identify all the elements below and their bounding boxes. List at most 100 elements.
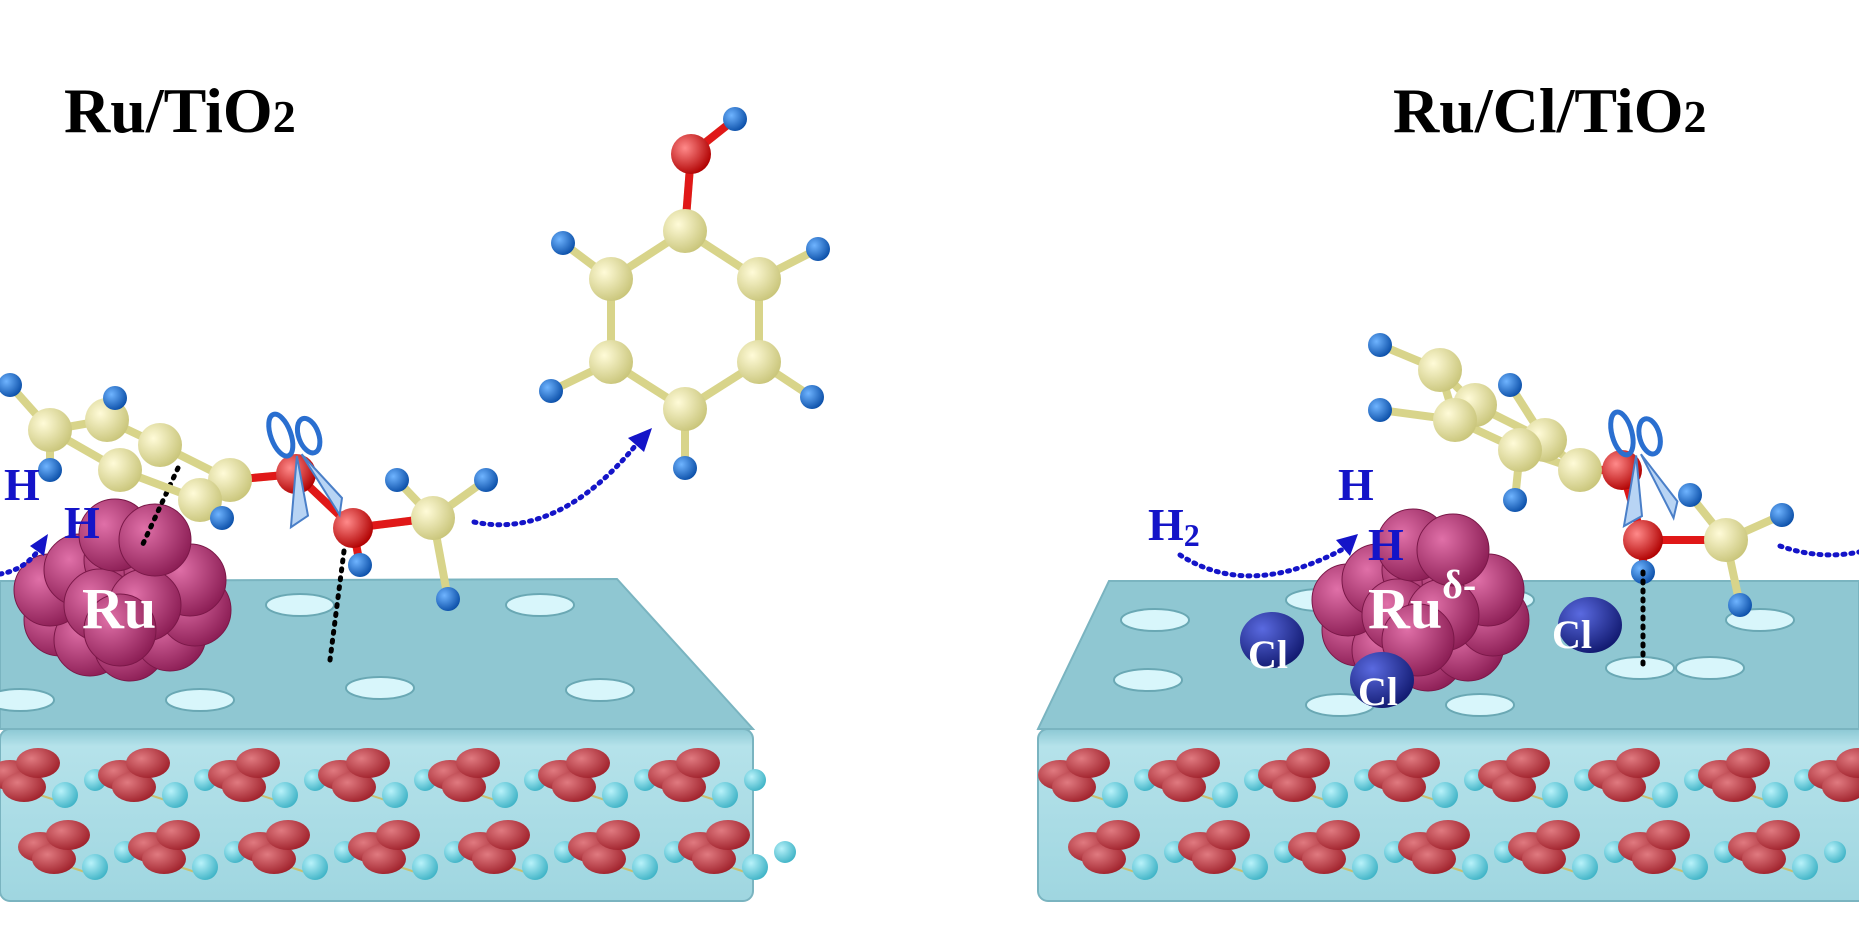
o-atom [332,772,376,802]
ti-atom [1824,841,1846,863]
o-atom [1162,772,1206,802]
scissors-icon [1608,409,1679,528]
carbon-atom [737,257,781,301]
ru-label: Ru [82,576,156,641]
arrowhead-icon [30,534,48,556]
ti-atom [1792,854,1818,880]
ti-atom [412,854,438,880]
o-atom [1096,820,1140,850]
cl-label: Cl [1552,612,1592,657]
o-atom [1742,844,1786,874]
carbon-atom [589,340,633,384]
arrowhead-icon [628,428,652,452]
ti-atom [1212,782,1238,808]
o-atom [112,772,156,802]
left-tio2-support [0,577,796,902]
ti-atom [1762,782,1788,808]
ti-atom [52,782,78,808]
ti-atom [302,854,328,880]
oxygen-atom [671,134,711,174]
o-atom [1272,772,1316,802]
o-atom [1836,748,1859,778]
o-atom [2,772,46,802]
o-atom [126,748,170,778]
hydrogen-atom [1503,488,1527,512]
o-atom [582,844,626,874]
h-atom-label: H [64,497,100,548]
ti-atom [382,782,408,808]
ti-atom [1352,854,1378,880]
ti-atom [1432,782,1458,808]
hydrogen-atom [1498,373,1522,397]
o-atom [32,844,76,874]
hydrogen-atom [1770,503,1794,527]
hydrogen-atom [1728,593,1752,617]
o-atom [142,844,186,874]
adsorption-interaction [139,465,181,549]
o-atom [692,844,736,874]
o-atom [266,820,310,850]
o-atom [1302,844,1346,874]
o-atom [1192,844,1236,874]
o-atom [1206,820,1250,850]
arrowhead-icon [1336,534,1358,556]
o-atom [1712,772,1756,802]
o-atom [362,844,406,874]
tio2-lattice [1038,748,1859,880]
hydrogen-atom [0,373,22,397]
cl-atom: Cl [1350,652,1414,714]
o-atom [1822,772,1859,802]
o-atom [1632,844,1676,874]
oxygen-atom [1623,520,1663,560]
o-atom [596,820,640,850]
o-atom [1756,820,1800,850]
o-atom [662,772,706,802]
pore [265,593,335,617]
cl-label: Cl [1358,669,1398,714]
o-atom [1536,820,1580,850]
o-atom [16,748,60,778]
o-atom [1082,844,1126,874]
o-atom [376,820,420,850]
ru-delta-nanoparticle [1311,508,1530,692]
pore [1675,656,1745,680]
carbon-atom [138,423,182,467]
ti-atom [774,841,796,863]
ti-atom [162,782,188,808]
hydrogen-atom [1368,398,1392,422]
o-atom [1616,748,1660,778]
ti-atom [712,782,738,808]
hydrogen-atom [551,231,575,255]
o-atom [552,772,596,802]
o-atom [1316,820,1360,850]
ti-atom [492,782,518,808]
carbon-atom [1704,518,1748,562]
hydrogen-atom [806,237,830,261]
o-atom [486,820,530,850]
o-atom [706,820,750,850]
carbon-atom [28,408,72,452]
ti-atom [602,782,628,808]
pore [565,678,635,702]
ti-atom [1132,854,1158,880]
ti-atom [82,854,108,880]
o-atom [1726,748,1770,778]
ti-atom [1242,854,1268,880]
o-atom [346,748,390,778]
o-atom [456,748,500,778]
ti-atom [744,769,766,791]
hydrogen-atom [1678,483,1702,507]
scissors-icon [266,411,344,530]
h2-label: H2 [1148,499,1200,553]
o-atom [1286,748,1330,778]
carbon-atom [98,448,142,492]
o-atom [1412,844,1456,874]
ti-atom [1682,854,1708,880]
o-atom [236,748,280,778]
hydrogen-atom [385,468,409,492]
o-atom [1646,820,1690,850]
right-panel-title: Ru/Cl/TiO2 [1393,75,1706,146]
o-atom [472,844,516,874]
anisole-molecule [0,373,498,611]
